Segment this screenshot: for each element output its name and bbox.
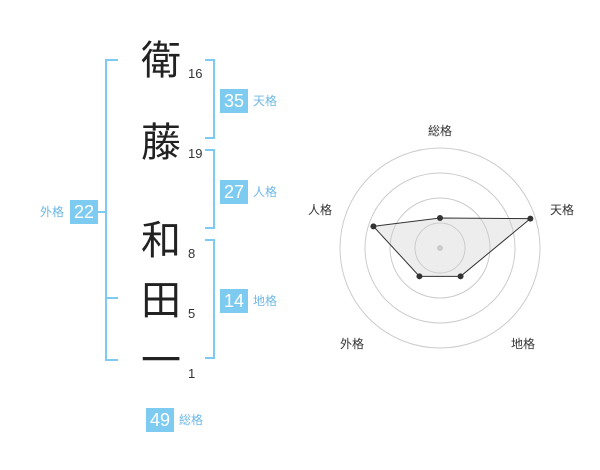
chikaku-value: 14: [220, 289, 248, 313]
radar-ring-2: [389, 197, 491, 299]
radar-center-dot: [437, 245, 443, 251]
stroke-count-1: 16: [188, 66, 203, 81]
radar-axis-label-tenkaku: 天格: [550, 203, 575, 217]
chikaku-label: 地格: [253, 294, 278, 308]
radar-ring-1: [414, 222, 466, 274]
gaikaku-bracket: [105, 59, 118, 361]
stroke-count-5: 1: [188, 366, 196, 381]
name-char-3: 和: [141, 218, 181, 264]
radar-series-polygon: [372, 217, 532, 277]
tenkaku-label: 天格: [253, 94, 278, 108]
radar-ring-4: [339, 147, 541, 349]
radar-axis-label-soukaku: 総格: [428, 124, 453, 138]
radar-axis-label-jinkaku: 人格: [308, 203, 333, 217]
tenkaku-bracket: [205, 59, 215, 139]
jinkaku-value: 27: [220, 180, 248, 204]
gaikaku-value: 22: [70, 200, 98, 224]
gaikaku-label: 外格: [40, 205, 65, 219]
radar-point-1: [527, 215, 534, 222]
stroke-count-4: 5: [188, 306, 196, 321]
radar-point-3: [416, 273, 423, 280]
radar-point-0: [437, 215, 443, 221]
radar-point-4: [370, 223, 377, 230]
radar-point-2: [457, 273, 464, 280]
stroke-count-3: 8: [188, 246, 196, 261]
name-char-5: 一: [141, 338, 181, 384]
tenkaku-value: 35: [220, 89, 248, 113]
radar-ring-3: [364, 172, 516, 324]
radar-points: [370, 215, 534, 280]
name-char-4: 田: [141, 278, 181, 324]
soukaku-value: 49: [146, 408, 174, 432]
soukaku-label: 総格: [179, 413, 204, 427]
jinkaku-label: 人格: [253, 185, 278, 199]
stroke-count-2: 19: [188, 146, 203, 161]
name-char-1: 衛: [141, 38, 181, 84]
radar-axis-label-gaikaku: 外格: [340, 337, 365, 351]
name-char-2: 藤: [141, 120, 181, 166]
jinkaku-bracket: [205, 149, 215, 229]
radar-rings: [339, 147, 541, 349]
radar-axis-label-chikaku: 地格: [511, 337, 536, 351]
chikaku-bracket: [205, 239, 215, 359]
